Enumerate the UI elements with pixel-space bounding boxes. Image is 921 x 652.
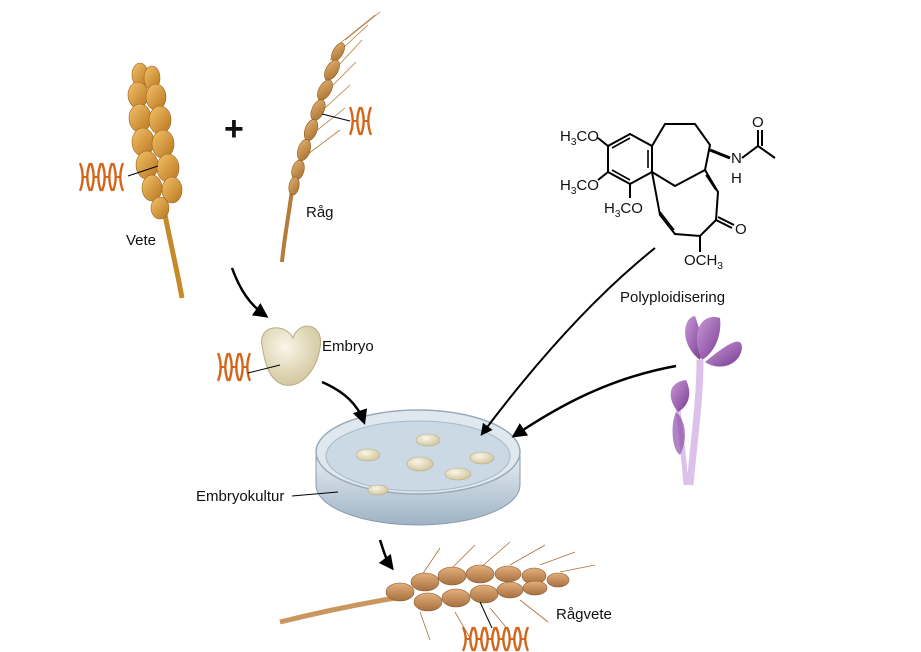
chromosome	[79, 162, 91, 192]
methoxy-text-2: H3CO	[560, 177, 599, 197]
chromosome	[90, 162, 102, 192]
colchicine-structure	[597, 123, 776, 252]
chromosome	[217, 352, 229, 382]
polyploidization-label: Polyploidisering	[620, 289, 726, 306]
nitrogen-label: N	[731, 150, 742, 167]
chromosome	[360, 106, 372, 136]
chromosome	[462, 626, 474, 652]
rye-label: Råg	[306, 204, 334, 221]
methoxy-label-1: H3CO	[560, 128, 599, 148]
hydrogen-label: H	[731, 170, 742, 187]
wheat-ear-illustration	[127, 62, 185, 299]
petri-dish-illustration	[291, 409, 521, 526]
process-arrows	[230, 247, 677, 571]
rye-chromosomes	[349, 106, 372, 136]
amide-oxygen-label: O	[752, 114, 764, 131]
embryo-label: Embryo	[322, 338, 374, 355]
chromosome	[112, 162, 124, 192]
rye-ear-illustration	[280, 11, 381, 263]
embryo-culture-label: Embryokultur	[196, 488, 285, 505]
chromosome	[239, 352, 251, 382]
triticale-chromosomes	[462, 626, 529, 652]
methoxy-text-1: H3CO	[560, 128, 599, 148]
methoxy-label-4: OCH3	[684, 252, 723, 272]
methoxy-text-4: OCH3	[684, 252, 723, 272]
embryo-chromosomes	[217, 352, 251, 382]
plus-sign: +	[224, 110, 244, 148]
chromosome	[506, 626, 518, 652]
wheat-label: Vete	[126, 232, 157, 249]
chromosome	[484, 626, 496, 652]
methoxy-text-3: H3CO	[604, 200, 643, 220]
chromosome	[101, 162, 113, 192]
chromosome	[349, 106, 361, 136]
chromosome	[228, 352, 240, 382]
triticale-label: Rågvete	[556, 606, 612, 623]
ketone-oxygen-label: O	[735, 221, 747, 238]
chromosome	[495, 626, 507, 652]
embryo-illustration	[247, 325, 322, 386]
chromosome	[517, 626, 529, 652]
chromosome	[473, 626, 485, 652]
methoxy-label-3: H3CO	[604, 200, 643, 220]
wheat-chromosomes	[79, 162, 124, 192]
triticale-ear-illustration	[279, 541, 596, 641]
methoxy-label-2: H3CO	[560, 177, 599, 197]
crocus-illustration	[670, 316, 742, 486]
